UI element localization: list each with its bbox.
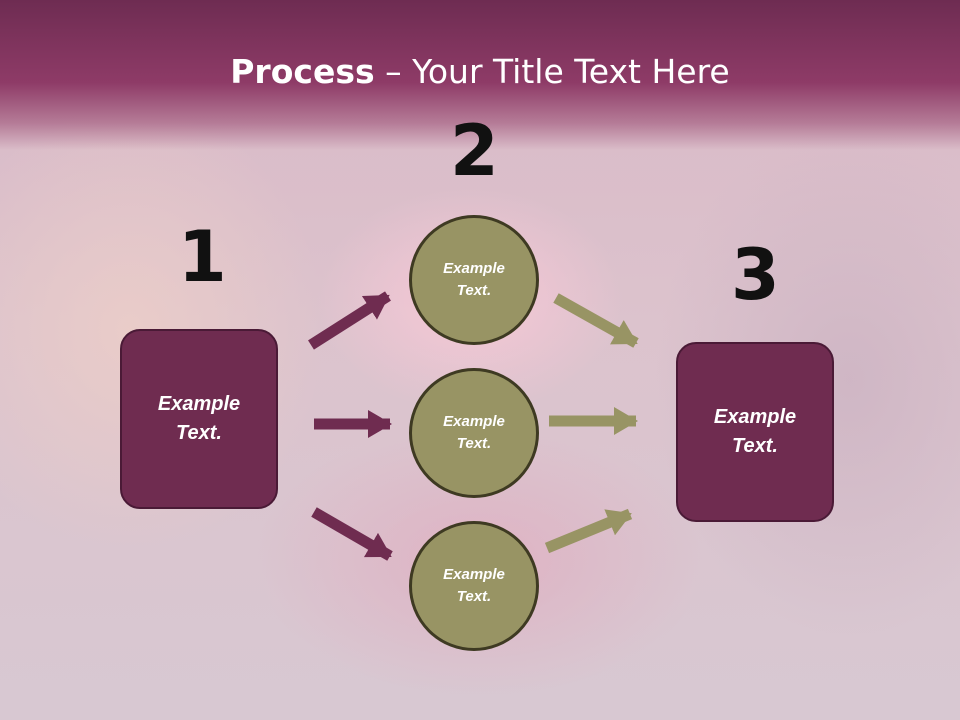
step-2-number: 2: [450, 110, 499, 192]
arrow-bottom-to-3: [544, 508, 633, 554]
step-2-top-text: Example Text.: [443, 259, 505, 300]
step-1-text: Example Text.: [157, 393, 241, 444]
step-2-circle-bottom[interactable]: Example Text.: [409, 521, 539, 651]
arrow-1-to-top: [308, 291, 391, 350]
step-2-circle-top[interactable]: Example Text.: [409, 215, 539, 345]
step-1-number: 1: [178, 216, 227, 298]
step-3-text: Example Text.: [713, 406, 797, 457]
title-rest: – Your Title Text Here: [374, 52, 730, 91]
step-3-number: 3: [731, 234, 780, 316]
step-2-bottom-text: Example Text.: [443, 565, 505, 606]
step-2-middle-text: Example Text.: [443, 412, 505, 453]
step-1-box[interactable]: Example Text.: [120, 329, 278, 509]
title-bar: [0, 0, 960, 150]
arrow-top-to-3: [553, 293, 639, 348]
step-2-circle-middle[interactable]: Example Text.: [409, 368, 539, 498]
arrow-1-to-bottom: [311, 507, 393, 561]
title-bold: Process: [230, 52, 375, 91]
step-3-box[interactable]: Example Text.: [676, 342, 834, 522]
slide-title[interactable]: Process – Your Title Text Here: [0, 52, 960, 91]
